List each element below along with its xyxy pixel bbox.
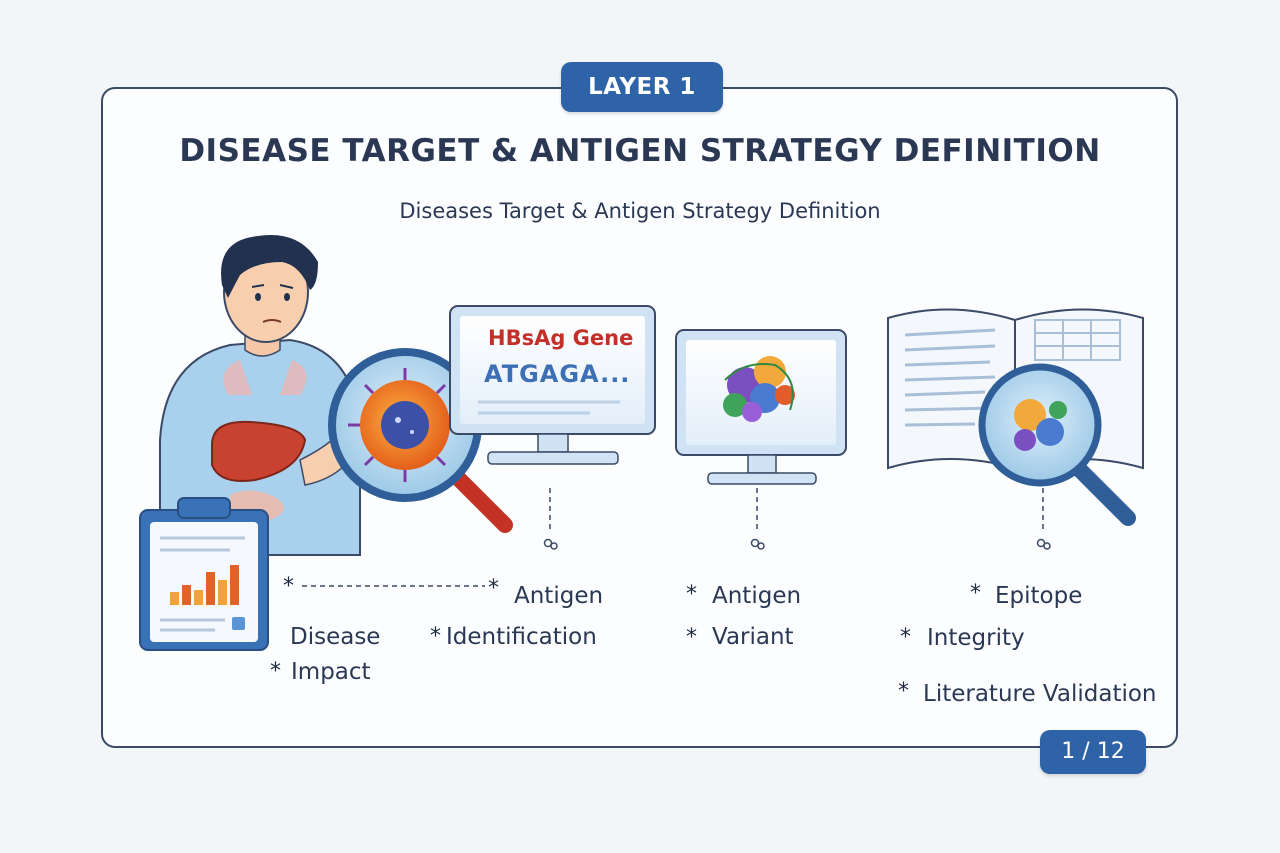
gene-monitor-icon <box>449 305 656 465</box>
label-identification: Identification <box>446 624 597 650</box>
bullet-star: * <box>270 659 281 684</box>
label-antigen-2: Antigen <box>712 583 802 609</box>
bullet-star: * <box>686 582 697 607</box>
gene-name-text: HBsAg Gene <box>488 326 634 350</box>
layer-badge: LAYER 1 <box>561 62 723 112</box>
virus-magnifier-icon <box>328 348 513 533</box>
clipboard-chart-icon <box>139 497 269 651</box>
label-literature-validation: Literature Validation <box>923 681 1157 707</box>
book-magnifier-icon <box>887 308 1144 526</box>
label-antigen-1: Antigen <box>514 583 604 609</box>
protein-monitor-icon <box>675 329 847 485</box>
connector-lines <box>302 488 1044 587</box>
bullet-star: * <box>430 624 441 649</box>
bullet-star: * <box>686 625 697 650</box>
connector-nodes <box>543 538 1051 550</box>
bullet-star: * <box>283 574 294 599</box>
page-subtitle: Diseases Target & Antigen Strategy Defin… <box>399 199 881 223</box>
gene-sequence-text: ATGAGA... <box>484 360 631 388</box>
label-epitope: Epitope <box>995 583 1083 609</box>
label-integrity: Integrity <box>927 625 1025 651</box>
bullet-star: * <box>970 581 981 606</box>
page-title: DISEASE TARGET & ANTIGEN STRATEGY DEFINI… <box>179 133 1101 169</box>
bullet-star: * <box>898 679 909 704</box>
label-variant: Variant <box>712 624 794 650</box>
bullet-star: * <box>900 625 911 650</box>
label-impact: Impact <box>291 659 371 685</box>
page-counter-badge: 1 / 12 <box>1040 730 1146 774</box>
bullet-star: * <box>488 576 499 601</box>
label-disease: Disease <box>290 624 381 650</box>
